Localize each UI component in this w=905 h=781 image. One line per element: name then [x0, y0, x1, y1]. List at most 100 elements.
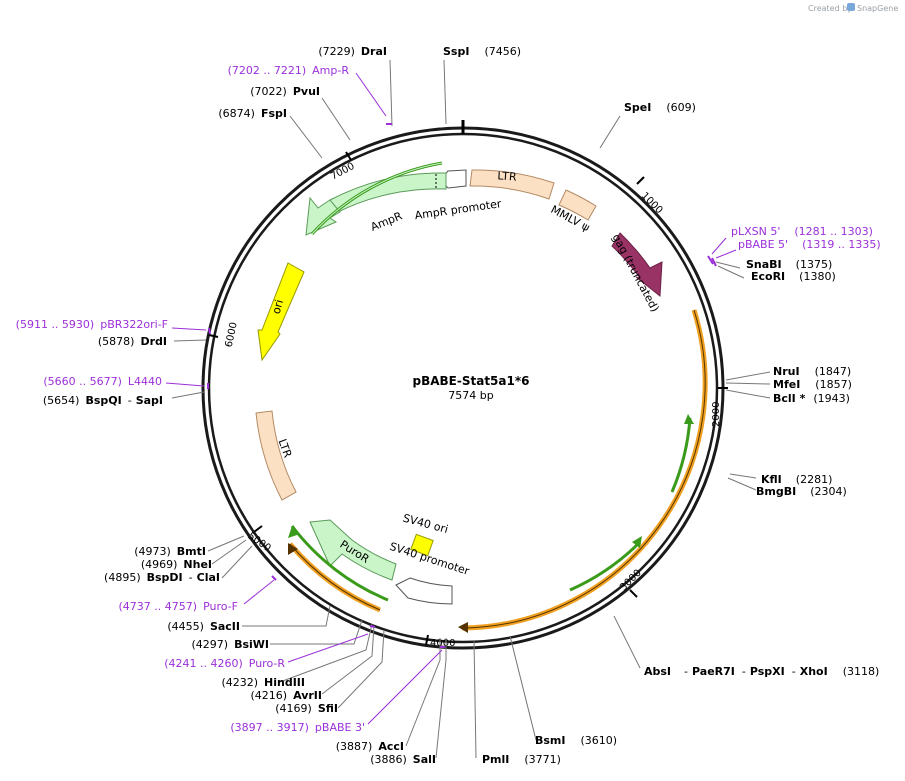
tick-6000-mark: [208, 334, 219, 338]
site-nhei: (4969)NheI: [141, 558, 212, 571]
mmlv-psi-feature: [558, 189, 597, 221]
tick-6000: 6000: [224, 321, 240, 348]
plasmid-name: pBABE-Stat5a1*6: [413, 374, 530, 388]
site-bsmi: BsmI(3610): [535, 734, 617, 747]
primer-ampr: (7202 .. 7221)Amp-R: [228, 64, 350, 77]
site-sacii: (4455)SacII: [167, 620, 240, 633]
fspi-leader: [289, 115, 323, 159]
site-bspqi-sapi: (5654)BspQI-SapI: [43, 394, 163, 407]
site-drdi: (5878)DrdI: [98, 335, 167, 348]
bspqi-leader: [171, 391, 205, 399]
ori-feature: [257, 262, 305, 362]
site-kfli: KflI(2281): [761, 473, 832, 486]
credit-created-by: Created by: [808, 4, 852, 13]
puror-feature: [309, 519, 397, 581]
site-sali: (3886)SalI: [370, 753, 436, 766]
primer-plxsn: pLXSN 5'(1281 .. 1303): [731, 225, 873, 238]
pbr322-primer-mark: [208, 327, 211, 335]
absi-leader: [613, 615, 641, 669]
drai-leader: [389, 59, 393, 127]
purof-leader: [243, 579, 275, 605]
tick-2000: 2000: [711, 402, 722, 427]
site-acci: (3887)AccI: [336, 740, 404, 753]
tick-1000: 1000: [639, 190, 665, 216]
pbr322-leader: [171, 327, 207, 331]
nrui-leader: [725, 371, 771, 381]
l4440-leader: [165, 382, 205, 387]
sacii-leader: [242, 605, 331, 627]
ltr-left-label: LTR: [276, 437, 295, 460]
puror-primer-leader: [287, 633, 369, 663]
green-arc-right-2: [569, 540, 642, 592]
primer-marks: [207, 123, 717, 648]
ltr-left-feature: [255, 410, 297, 501]
site-fspi: (6874)FspI: [218, 107, 287, 120]
ampr-primer-leader: [355, 72, 387, 117]
bcli-leader: [725, 389, 771, 399]
bmgbi-leader: [727, 477, 757, 491]
sali-leader: [435, 638, 447, 759]
green-arc-right-2-head: [632, 536, 642, 548]
site-absi-xhoi: AbsI-PaeR7I-PspXI-XhoI(3118): [644, 665, 879, 678]
pvui-leader: [321, 97, 351, 141]
site-sspi: SspI(7456): [443, 45, 521, 58]
site-bcli: BclI *(1943): [773, 392, 850, 405]
site-hindiii: (4232)HindIII: [221, 676, 305, 689]
sv40-ori-feature: [410, 533, 434, 557]
nhei-leader: [211, 539, 247, 565]
plxsn-primer-mark: [707, 255, 714, 265]
tick-7000-mark: [345, 151, 352, 161]
kfli-leader: [729, 473, 757, 479]
sv40-promoter-arrow: [395, 577, 453, 605]
bsiwi-leader: [270, 619, 363, 645]
mfei-leader: [725, 382, 771, 385]
site-bmti: (4973)BmtI: [134, 545, 206, 558]
gag-truncated-feature: [611, 232, 663, 297]
puror-green-arc: [290, 525, 389, 602]
sfii-leader: [337, 629, 385, 709]
tick-4000-mark: [425, 634, 429, 646]
snapgene-logo-icon: [847, 3, 855, 11]
ecori-leader: [717, 265, 745, 279]
sspi-leader: [443, 59, 447, 125]
snabi-leader: [715, 261, 741, 269]
site-snabi: SnaBI(1375): [746, 258, 832, 271]
pbabe3-leader: [367, 649, 443, 725]
primer-leader-lines: [165, 72, 737, 725]
pbabe5-leader: [715, 249, 737, 259]
puror-green-arrowhead: [288, 526, 300, 538]
site-bspdi-clai: (4895)BspDI-ClaI: [104, 571, 220, 584]
site-spei: SpeI(609): [624, 101, 696, 114]
site-sfii: (4169)SfiI: [275, 702, 338, 715]
orange-arc-left-arrowhead: [288, 543, 298, 555]
credit-app: SnapGene: [857, 4, 898, 13]
snapgene-credit: Created by SnapGene: [808, 3, 898, 13]
primer-labels: (7202 .. 7221)Amp-R pLXSN 5'(1281 .. 130…: [16, 64, 881, 734]
pmli-leader: [473, 639, 477, 759]
ori-label: ori: [270, 298, 286, 315]
site-drai: (7229)DraI: [318, 45, 387, 58]
site-nrui: NruI(1847): [773, 365, 851, 378]
ltr-top-feature: [469, 169, 555, 200]
site-pmli: PmlI(3771): [482, 753, 561, 766]
ampr-feature-head: [305, 196, 341, 236]
ampr-green-arc-highlight: [311, 162, 443, 235]
primer-l4440: (5660 .. 5677)L4440: [43, 375, 162, 388]
bspdi-leader: [221, 545, 253, 579]
site-pvui: (7022)PvuI: [250, 85, 320, 98]
acci-leader: [405, 638, 441, 747]
primer-puro-f: (4737 .. 4757)Puro-F: [119, 600, 239, 613]
site-labels: (7229)DraI SspI(7456) (7022)PvuI (6874)F…: [43, 45, 879, 766]
tick-3000-mark: [629, 589, 638, 598]
pbabe5-primer-mark: [711, 257, 717, 267]
orange-arc-left-core: [289, 543, 381, 611]
primer-pbr322ori: (5911 .. 5930)pBR322ori-F: [16, 318, 168, 331]
tick-1000-mark: [636, 176, 645, 185]
tick-4000: 4000: [430, 638, 455, 649]
hindiii-leader: [279, 623, 373, 683]
plasmid-title-block: pBABE-Stat5a1*6 7574 bp: [413, 374, 530, 402]
ampr-promoter-label: AmpR promoter: [414, 197, 503, 222]
site-ecori: EcoRI(1380): [751, 270, 836, 283]
plxsn-leader: [711, 237, 727, 255]
